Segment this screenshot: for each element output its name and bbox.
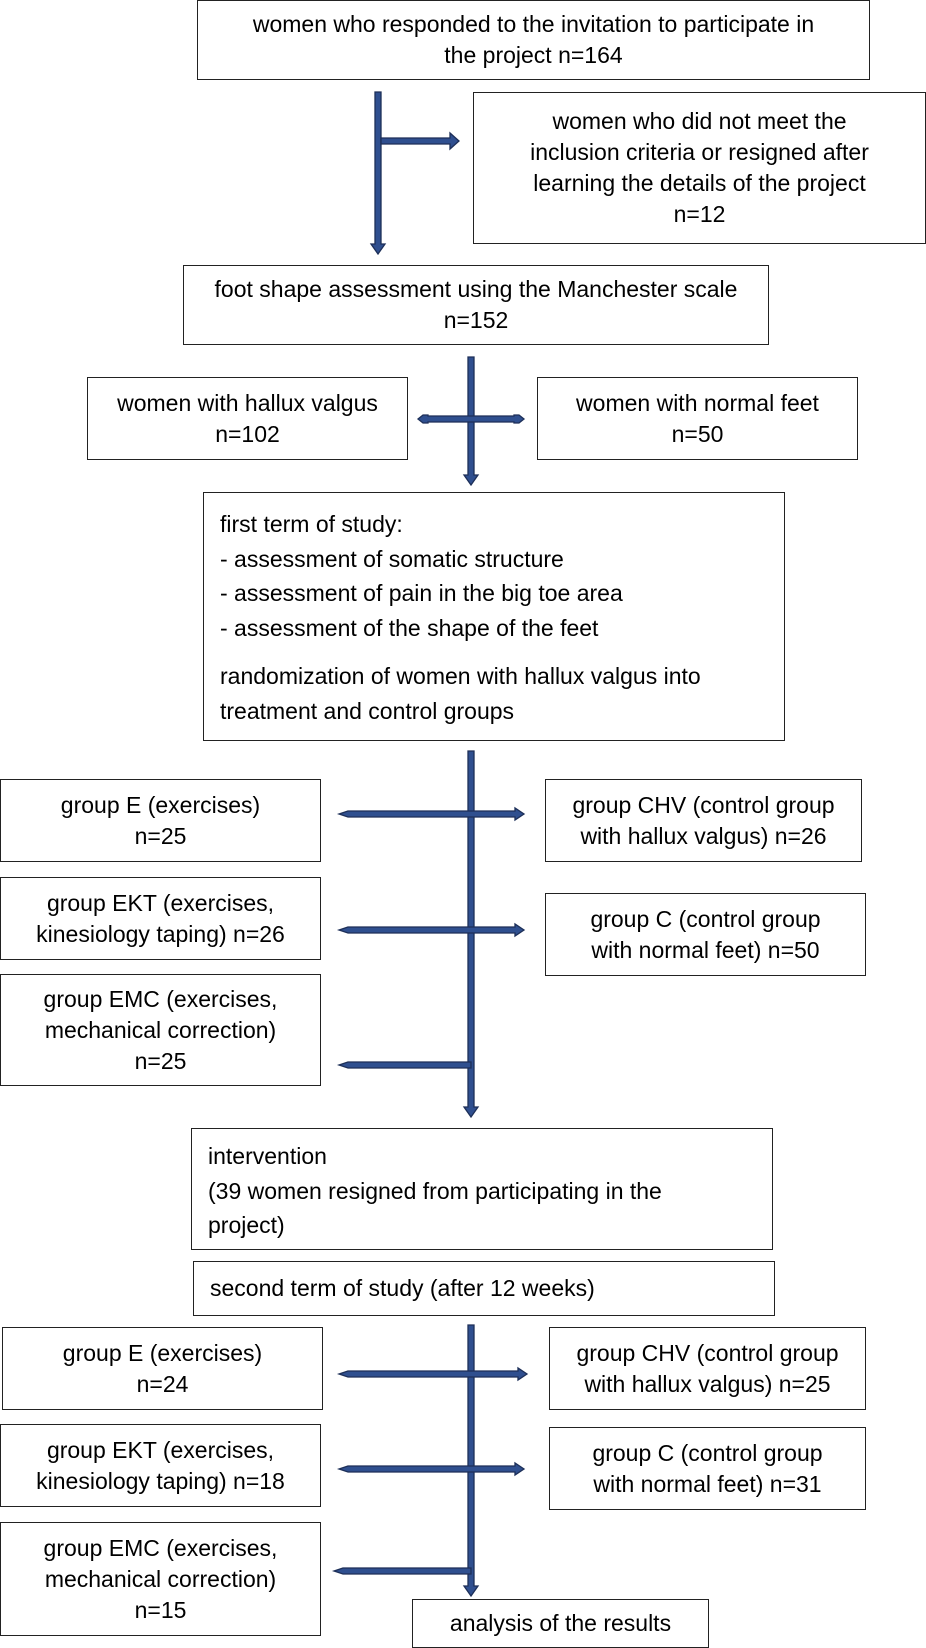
assessment-line-1: foot shape assessment using the Manchest…: [214, 276, 738, 302]
t2-c-line-2: with normal feet) n=31: [593, 1470, 822, 1497]
normal-line-2: n=50: [671, 420, 724, 447]
arrow-split-e-chv: [336, 806, 526, 822]
box-t1-group-e: group E (exercises) n=25: [0, 779, 321, 862]
excluded-line-2: inclusion criteria or resigned after: [530, 139, 869, 165]
t1-e-line-2: n=25: [134, 822, 187, 849]
box-normal-feet: women with normal feet n=50: [537, 377, 858, 460]
box-excluded: women who did not meet the inclusion cri…: [473, 92, 926, 244]
box-t2-group-c: group C (control group with normal feet)…: [549, 1427, 866, 1510]
t2-emc-line-2: mechanical correction): [44, 1565, 277, 1592]
box-t2-group-chv: group CHV (control group with hallux val…: [549, 1327, 866, 1410]
box-t2-group-ekt: group EKT (exercises, kinesiology taping…: [0, 1424, 321, 1507]
arrow-right-exclusion: [380, 131, 460, 151]
arrow-left-emc-1: [336, 1061, 472, 1069]
first-term-line-4: - assessment of the shape of the feet: [220, 614, 599, 641]
responded-line-2: the project n=164: [444, 42, 623, 68]
arrow-split-ekt-c: [336, 922, 526, 938]
arrow-down-4: [462, 1324, 480, 1598]
box-intervention: intervention (39 women resigned from par…: [191, 1128, 773, 1250]
t2-e-line-1: group E (exercises): [62, 1339, 263, 1366]
t1-c-line-2: with normal feet) n=50: [591, 936, 820, 963]
t2-emc-line-3: n=15: [134, 1596, 187, 1623]
arrow-down-1: [369, 91, 387, 256]
randomization-line-2: treatment and control groups: [220, 697, 515, 724]
t2-emc-line-1: group EMC (exercises,: [43, 1534, 278, 1561]
t2-ekt-line-2: kinesiology taping) n=18: [36, 1467, 285, 1494]
t2-e-line-2: n=24: [136, 1370, 189, 1397]
arrow-down-3: [462, 750, 480, 1119]
box-second-term: second term of study (after 12 weeks): [193, 1261, 775, 1316]
box-t1-group-c: group C (control group with normal feet)…: [545, 893, 866, 976]
first-term-line-1: first term of study:: [220, 511, 403, 537]
excluded-line-4: n=12: [673, 201, 726, 227]
randomization-line-1: randomization of women with hallux valgu…: [220, 663, 701, 689]
box-first-term: first term of study: - assessment of som…: [203, 492, 785, 741]
t1-e-line-1: group E (exercises): [60, 791, 261, 818]
analysis-label: analysis of the results: [449, 1610, 672, 1636]
normal-line-1: women with normal feet: [576, 389, 819, 416]
t1-ekt-line-2: kinesiology taping) n=26: [36, 920, 285, 947]
box-t2-group-e: group E (exercises) n=24: [2, 1327, 323, 1410]
arrow-left-emc-2: [331, 1567, 472, 1575]
second-term-label: second term of study (after 12 weeks): [210, 1275, 595, 1301]
intervention-line-1: intervention: [208, 1143, 327, 1169]
box-analysis: analysis of the results: [412, 1599, 709, 1648]
box-assessment: foot shape assessment using the Manchest…: [183, 265, 769, 345]
intervention-line-2: (39 women resigned from participating in…: [208, 1177, 662, 1204]
assessment-line-2: n=152: [443, 307, 509, 333]
t2-chv-line-2: with hallux valgus) n=25: [584, 1370, 831, 1397]
t1-emc-line-2: mechanical correction): [44, 1016, 277, 1043]
t2-chv-line-1: group CHV (control group: [576, 1339, 839, 1366]
box-t1-group-emc: group EMC (exercises, mechanical correct…: [0, 974, 321, 1086]
t1-emc-line-1: group EMC (exercises,: [43, 985, 278, 1012]
t1-chv-line-2: with hallux valgus) n=26: [580, 822, 827, 849]
responded-line-1: women who responded to the invitation to…: [252, 11, 815, 37]
box-t1-group-chv: group CHV (control group with hallux val…: [545, 779, 862, 862]
arrow-split-hallux-normal: [416, 414, 526, 424]
excluded-line-1: women who did not meet the: [552, 108, 847, 134]
t1-chv-line-1: group CHV (control group: [572, 791, 835, 818]
hallux-line-2: n=102: [215, 420, 280, 447]
t1-emc-line-3: n=25: [134, 1047, 187, 1074]
first-term-line-2: - assessment of somatic structure: [220, 545, 564, 572]
t2-ekt-line-1: group EKT (exercises,: [46, 1436, 275, 1463]
t2-c-line-1: group C (control group: [592, 1439, 823, 1466]
hallux-line-1: women with hallux valgus: [117, 389, 378, 416]
first-term-line-3: - assessment of pain in the big toe area: [220, 580, 623, 606]
t1-ekt-line-1: group EKT (exercises,: [46, 889, 275, 916]
box-t1-group-ekt: group EKT (exercises, kinesiology taping…: [0, 877, 321, 960]
intervention-line-3: project): [208, 1212, 285, 1238]
arrow-split-e-chv-2: [336, 1366, 529, 1382]
box-hallux-valgus: women with hallux valgus n=102: [87, 377, 408, 460]
t1-c-line-1: group C (control group: [590, 905, 821, 932]
excluded-line-3: learning the details of the project: [533, 170, 866, 196]
box-t2-group-emc: group EMC (exercises, mechanical correct…: [0, 1522, 321, 1636]
box-responded: women who responded to the invitation to…: [197, 0, 870, 80]
arrow-split-ekt-c-2: [336, 1461, 526, 1477]
